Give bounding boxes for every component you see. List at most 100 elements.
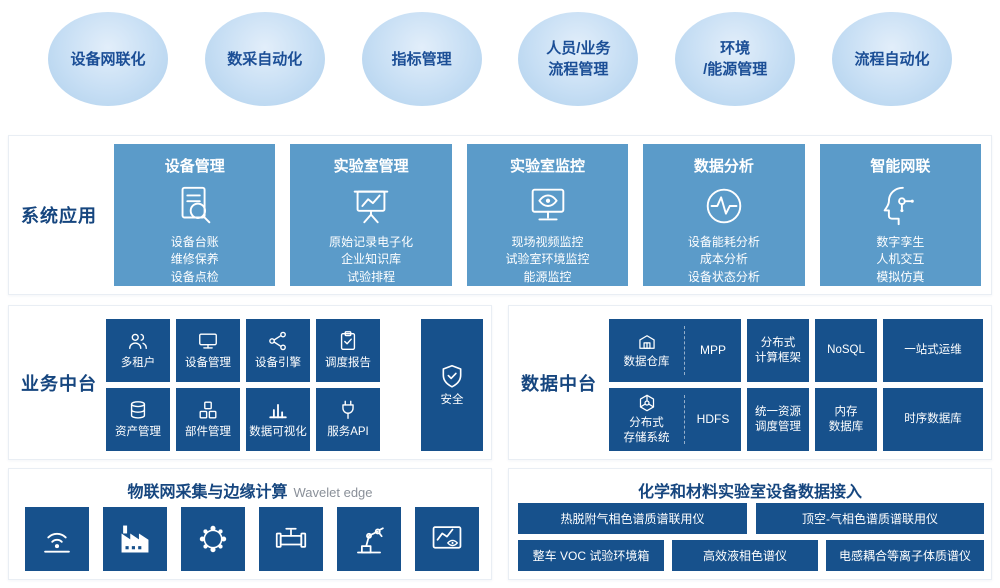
edge-tile-monitoring (415, 507, 479, 571)
equipment-tile-td-gcms: 热脱附气相色谱质谱联用仪 (518, 503, 747, 534)
lab-access-title: 化学和材料实验室设备数据接入 (637, 484, 862, 501)
data-warehouse-icon (637, 332, 657, 352)
app-card-title: 智能网联 (870, 158, 931, 175)
app-card-title: 数据分析 (693, 158, 754, 175)
capability-bubble-data-acquisition: 数采自动化 (204, 12, 325, 106)
tile-dispatch-report: 调度报告 (316, 319, 380, 382)
ai-head-icon (877, 181, 923, 231)
tile-data-visualization: 数据可视化 (246, 388, 310, 451)
tile-label: 服务API (327, 426, 369, 439)
lab-access-band: 化学和材料实验室设备数据接入 热脱附气相色谱质谱联用仪 顶空-气相色谱质谱联用仪… (508, 468, 992, 580)
data-warehouse-cell: 数据仓库 (609, 326, 685, 375)
app-card-intelligent-networking: 智能网联 数字孪生 人机交互 模拟仿真 (819, 144, 982, 286)
iot-edge-title-cn: 物联网采集与边缘计算 (127, 484, 288, 501)
system-apps-section-label: 系统应用 (21, 206, 97, 226)
monitor-eye-icon (525, 181, 571, 231)
monitor-chart-eye-icon (428, 520, 466, 558)
edge-tile-sensor (25, 507, 89, 571)
components-icon (197, 399, 219, 421)
bubble-label: 设备网联化 (70, 50, 146, 68)
tile-security: 安全 (421, 319, 483, 451)
app-card-title: 设备管理 (164, 158, 225, 175)
presentation-chart-icon (348, 181, 394, 231)
tile-equipment-mgmt: 设备管理 (176, 319, 240, 382)
equipment-tile-hplc: 高效液相色谱仪 (672, 540, 818, 571)
app-cards-row: 设备管理 设备台账 维修保养 设备点检 实验室管理 (114, 144, 982, 286)
hdfs-cell: HDFS (696, 411, 730, 426)
tile-resource-scheduling: 统一资源 调度管理 (747, 388, 809, 451)
equipment-tile-icpms: 电感耦合等离子体质谱仪 (826, 540, 984, 571)
clipboard-icon (337, 330, 359, 352)
edge-tile-network (181, 507, 245, 571)
tile-timeseries-db: 时序数据库 (883, 388, 983, 451)
data-platform-section-label: 数据中台 (521, 373, 597, 394)
app-card-lines: 设备能耗分析 成本分析 设备状态分析 (687, 234, 760, 284)
distributed-storage-cell: 分布式 存储系统 (609, 393, 685, 444)
users-icon (127, 330, 149, 352)
plug-icon (337, 399, 359, 421)
tile-label: 设备引擎 (255, 357, 301, 370)
tile-service-api: 服务API (316, 388, 380, 451)
app-card-lab-monitoring: 实验室监控 现场视频监控 试验室环境监控 能源监控 (466, 144, 629, 286)
equipment-tile-voc-chamber: 整车 VOC 试验环境箱 (518, 540, 664, 571)
rfid-sensor-icon (38, 520, 76, 558)
capability-bubble-indicator-mgmt: 指标管理 (361, 12, 482, 106)
capability-bubble-process-automation: 流程自动化 (831, 12, 952, 106)
tile-label: 安全 (440, 393, 464, 406)
capability-bubble-process-mgmt: 人员/业务 流程管理 (518, 12, 639, 106)
tile-device-engine: 设备引擎 (246, 319, 310, 382)
bubble-label: 流程自动化 (854, 50, 930, 68)
iot-edge-title: 物联网采集与边缘计算 Wavelet edge (9, 478, 491, 502)
tile-nosql: NoSQL (815, 319, 877, 382)
edge-tile-factory (103, 507, 167, 571)
app-card-lines: 设备台账 维修保养 设备点检 (170, 234, 219, 284)
system-apps-band: 系统应用 设备管理 设备台账 维修保养 设备点检 实验室管理 (8, 135, 992, 295)
tile-parts-mgmt: 部件管理 (176, 388, 240, 451)
bubble-label: 数采自动化 (227, 50, 303, 68)
bubble-label: 人员/业务 流程管理 (546, 40, 611, 78)
iot-edge-title-en: Wavelet edge (293, 485, 373, 500)
shield-icon (439, 363, 465, 389)
tile-label: 设备管理 (185, 357, 231, 370)
app-card-title: 实验室监控 (510, 158, 586, 175)
tile-label: 分布式 存储系统 (623, 417, 670, 444)
share-nodes-icon (267, 330, 289, 352)
app-card-equipment-mgmt: 设备管理 设备台账 维修保养 设备点检 (114, 144, 276, 286)
tile-label: 部件管理 (185, 426, 231, 439)
factory-icon (116, 520, 154, 558)
app-card-lines: 现场视频监控 试验室环境监控 能源监控 (505, 234, 590, 284)
network-sphere-icon (194, 520, 232, 558)
app-card-lab-mgmt: 实验室管理 原始记录电子化 企业知识库 试验排程 (290, 144, 452, 286)
business-platform-band: 业务中台 多租户 设备管理 设备引擎 (8, 305, 492, 460)
edge-tile-pipeline (259, 507, 323, 571)
tile-distributed-storage-hdfs: 分布式 存储系统 HDFS (609, 388, 741, 451)
bubble-label: 环境 /能源管理 (703, 40, 768, 78)
tile-data-warehouse-mpp: 数据仓库 MPP (609, 319, 741, 382)
device-monitor-icon (197, 330, 219, 352)
tile-multi-tenant: 多租户 (106, 319, 170, 382)
business-platform-section-label: 业务中台 (21, 373, 97, 394)
distributed-storage-icon (637, 393, 657, 413)
capability-bubble-energy-mgmt: 环境 /能源管理 (675, 12, 796, 106)
coins-stack-icon (127, 399, 149, 421)
tile-label: 资产管理 (115, 426, 161, 439)
document-search-icon (172, 181, 218, 231)
app-card-lines: 数字孪生 人机交互 模拟仿真 (876, 234, 925, 284)
app-card-data-analysis: 数据分析 设备能耗分析 成本分析 设备状态分析 (643, 144, 805, 286)
data-platform-band: 数据中台 数据仓库 MPP 分布式 计算框架 NoSQL 一站式运维 (508, 305, 992, 460)
tile-label: 数据仓库 (623, 355, 670, 368)
tile-label: 数据可视化 (249, 426, 307, 439)
bar-chart-icon (267, 399, 289, 421)
app-card-lines: 原始记录电子化 企业知识库 试验排程 (329, 234, 414, 284)
pipeline-valve-icon (272, 520, 310, 558)
equipment-tile-hs-gcms: 顶空-气相色谱质谱联用仪 (756, 503, 984, 534)
pulse-circle-icon (701, 181, 747, 231)
bubble-label: 指标管理 (391, 50, 452, 68)
tile-asset-mgmt: 资产管理 (106, 388, 170, 451)
iot-edge-band: 物联网采集与边缘计算 Wavelet edge (8, 468, 492, 580)
mpp-cell: MPP (699, 342, 726, 357)
tile-label: 调度报告 (325, 357, 371, 370)
capability-bubbles-row: 设备网联化 数采自动化 指标管理 人员/业务 流程管理 环境 /能源管理 流程自… (0, 12, 1000, 112)
robot-arm-icon (350, 520, 388, 558)
